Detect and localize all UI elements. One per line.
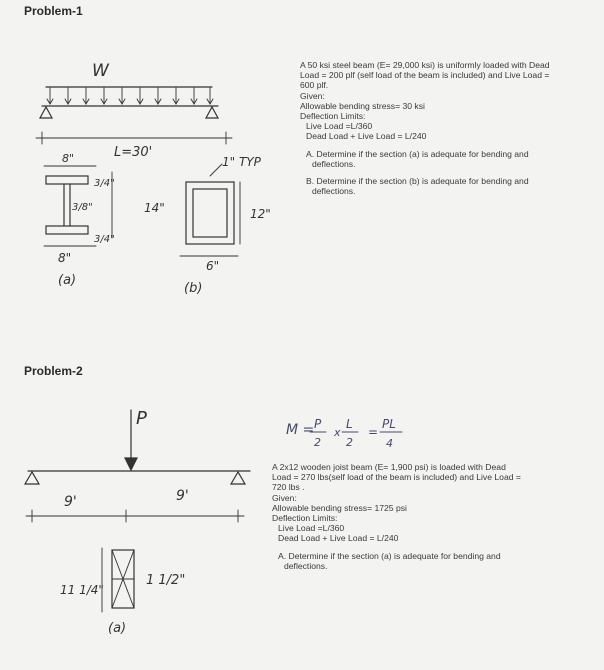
flange-width-label: 8" bbox=[62, 152, 74, 165]
deflection-label: Deflection Limits: bbox=[300, 111, 366, 122]
section-a-sketch: 8" 3/4" 3/8" 14" 3/4" 8" (a) bbox=[43, 152, 165, 288]
support-right bbox=[229, 470, 247, 485]
section-b-sketch: 1" TYP 12" 6" (b) bbox=[179, 155, 271, 296]
question-b-cont: deflections. bbox=[312, 186, 356, 197]
statement-line: 600 plf. bbox=[300, 80, 329, 91]
question-b: B. Determine if the section (b) is adequ… bbox=[306, 176, 529, 187]
dead-live-limit: Dead Load + Live Load = L/240 bbox=[306, 131, 427, 142]
live-load-limit: Live Load =L/360 bbox=[306, 121, 373, 132]
top-flange bbox=[45, 175, 89, 185]
load-arrows bbox=[46, 87, 214, 105]
formula-r-den: 4 bbox=[386, 437, 393, 450]
section-a-label: (a) bbox=[58, 273, 76, 288]
support-right bbox=[204, 105, 220, 119]
formula-lhs: M = bbox=[286, 422, 314, 438]
formula-eq: = bbox=[368, 425, 378, 439]
box-inner bbox=[192, 188, 228, 238]
given-label: Given: bbox=[272, 492, 297, 503]
statement-line: 720 lbs . bbox=[272, 482, 305, 493]
depth-label: 14" bbox=[144, 201, 165, 215]
statement-line: Load = 200 plf (self load of the beam is… bbox=[300, 70, 550, 81]
box-outer bbox=[185, 181, 235, 245]
question-a-cont: deflections. bbox=[284, 560, 328, 571]
problem-2-heading: Problem-2 bbox=[24, 364, 83, 378]
formula-l-den: 2 bbox=[346, 436, 353, 449]
box-depth-label: 12" bbox=[250, 207, 271, 221]
formula-r-num: PL bbox=[382, 417, 396, 431]
formula-l-num: L bbox=[346, 417, 353, 431]
formula-p-den: 2 bbox=[314, 436, 321, 449]
section-b-label: (b) bbox=[184, 281, 202, 296]
statement-line: A 50 ksi steel beam (E= 29,000 ksi) is u… bbox=[300, 60, 550, 70]
bottom-flange bbox=[45, 225, 89, 235]
live-load-limit: Live Load =L/360 bbox=[278, 523, 345, 534]
deflection-label: Deflection Limits: bbox=[272, 513, 338, 524]
question-a-cont: deflections. bbox=[312, 158, 356, 169]
problem-2-text: A 2x12 wooden joist beam (E= 1,900 psi) … bbox=[272, 462, 521, 571]
box-width-label: 6" bbox=[206, 259, 219, 273]
problem-1-heading: Problem-1 bbox=[24, 4, 83, 18]
bottom-width-label: 8" bbox=[58, 251, 71, 265]
question-a: A. Determine if the section (a) is adequ… bbox=[278, 550, 501, 561]
joist-section-sketch: 11 1/4" 1 1/2" (a) bbox=[60, 547, 185, 636]
beam-2-diagram: P 9' 9' bbox=[23, 408, 251, 523]
beam-1-diagram: W L=30 bbox=[35, 61, 233, 160]
flange-thk-label: 3/4" bbox=[94, 178, 115, 189]
point-load-label: P bbox=[136, 408, 147, 429]
statement-line: Load = 270 lbs(self load of the beam is … bbox=[272, 472, 521, 483]
given-label: Given: bbox=[300, 90, 325, 101]
problem-1-text: A 50 ksi steel beam (E= 29,000 ksi) is u… bbox=[300, 60, 550, 196]
load-label: W bbox=[92, 61, 110, 81]
web-thk-label: 3/8" bbox=[72, 202, 93, 213]
bottom-flange-thk-label: 3/4" bbox=[94, 234, 115, 245]
allowable-stress: Allowable bending stress= 30 ksi bbox=[300, 100, 425, 111]
formula-p-num: P bbox=[314, 417, 322, 431]
statement-line: A 2x12 wooden joist beam (E= 1,900 psi) … bbox=[272, 462, 506, 472]
span-right-label: 9' bbox=[176, 488, 189, 504]
span-label: L=30' bbox=[114, 145, 152, 160]
moment-formula: M = P 2 x L 2 = PL 4 bbox=[286, 417, 403, 450]
formula-times: x bbox=[333, 426, 341, 439]
dead-live-limit: Dead Load + Live Load = L/240 bbox=[278, 533, 399, 544]
joist-width-label: 1 1/2" bbox=[146, 573, 185, 588]
support-left bbox=[38, 105, 54, 119]
question-a: A. Determine if the section (a) is adequ… bbox=[306, 148, 529, 159]
joist-section-label: (a) bbox=[108, 621, 126, 636]
allowable-stress: Allowable bending stress= 1725 psi bbox=[272, 502, 407, 513]
wall-thk-label: 1" TYP bbox=[222, 155, 262, 169]
span-left-label: 9' bbox=[64, 494, 77, 510]
joist-depth-label: 11 1/4" bbox=[60, 583, 104, 597]
support-left bbox=[23, 470, 41, 485]
